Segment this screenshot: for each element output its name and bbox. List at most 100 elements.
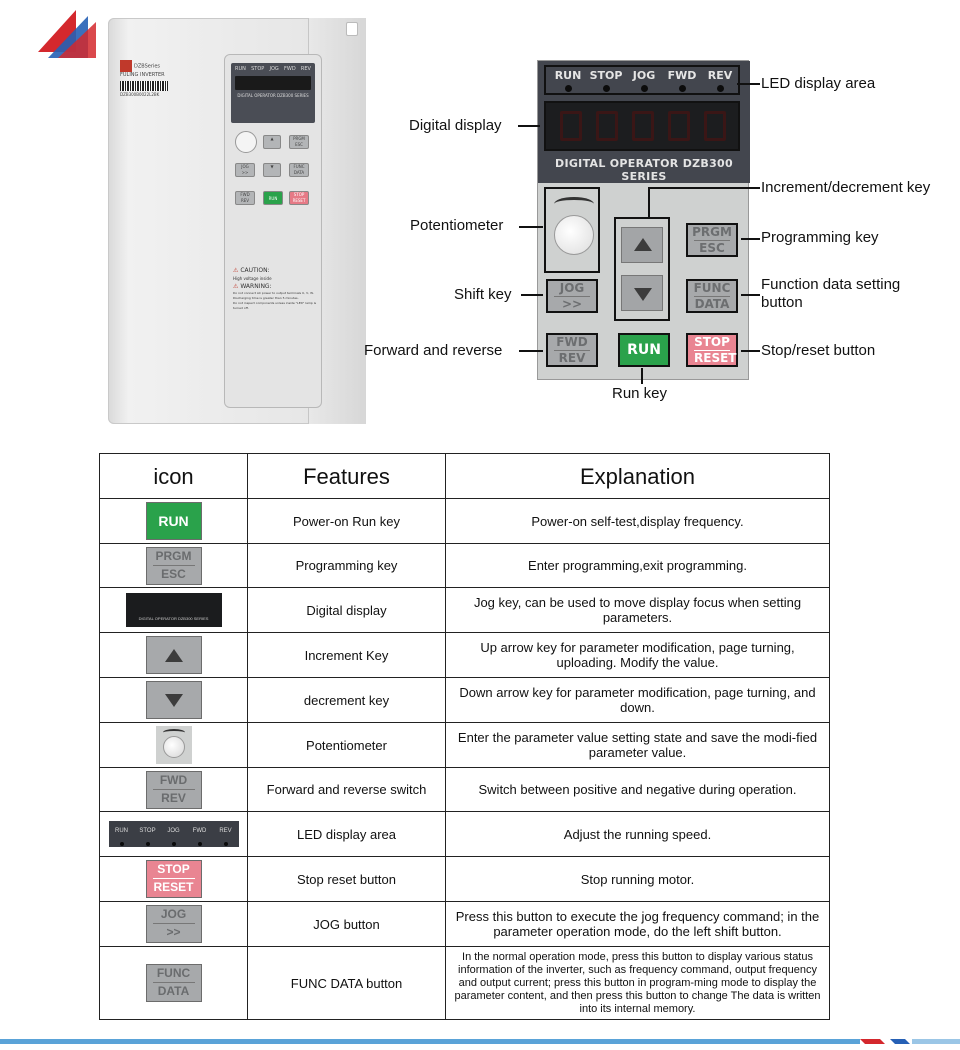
warning-line-2: Discharging time is greater than 5 minut…: [233, 296, 299, 300]
inverter-segment-display: [235, 76, 311, 90]
prgm-label: PRGM: [155, 548, 192, 563]
warning-triangle-icon: ⚠: [233, 267, 239, 274]
led-dot-icon: [602, 85, 610, 92]
decrement-key[interactable]: [621, 275, 663, 311]
up-arrow-icon: [634, 238, 652, 251]
feature-cell: Potentiometer: [247, 722, 446, 768]
segment-digit-icon: [668, 111, 690, 141]
run-key-icon: RUN: [145, 502, 202, 540]
shift-label: >>: [554, 296, 590, 312]
led-run: RUN: [548, 69, 588, 92]
led-dot-icon: [716, 85, 724, 92]
inverter-operator-panel: RUN STOP JOG FWD REV DIGITAL OPERATOR DZ…: [224, 54, 322, 408]
inverter-display-block: RUN STOP JOG FWD REV DIGITAL OPERATOR DZ…: [231, 63, 315, 123]
data-label: DATA: [694, 296, 730, 311]
shift-key[interactable]: JOG >>: [546, 279, 598, 313]
led-dot-icon: [197, 842, 202, 846]
led-dot-icon: [223, 842, 228, 846]
footer-stripe: [0, 1039, 960, 1044]
segment-digit-icon: [596, 111, 618, 141]
explanation-cell: Press this button to execute the jog fre…: [445, 901, 830, 947]
warning-line-3: Do not inspect components unless inside …: [233, 301, 317, 310]
led-jog: JOG: [624, 69, 664, 92]
fuling-logo-icon: [120, 60, 132, 72]
inv-led-jog: JOG: [269, 66, 279, 72]
icon-cell: [99, 722, 248, 768]
feature-cell: Power-on Run key: [247, 498, 446, 544]
serial-number: DZB300B0022L2BK: [120, 92, 160, 97]
label-increment-decrement-key: Increment/decrement key: [761, 179, 931, 196]
table-row: Potentiometer Enter the parameter value …: [99, 722, 830, 768]
programming-key[interactable]: PRGM ESC: [686, 223, 738, 257]
inverter-led-labels: RUN STOP JOG FWD REV: [231, 63, 315, 72]
inv-run-key: RUN: [263, 191, 283, 205]
led-jog-label: JOG: [167, 828, 180, 834]
segment-digit-icon: [632, 111, 654, 141]
feature-cell: Stop reset button: [247, 856, 446, 902]
inv-esc-label: ESC: [295, 142, 303, 147]
down-arrow-icon: [164, 694, 183, 707]
feature-cell: LED display area: [247, 811, 446, 857]
potentiometer-arc-icon: [162, 729, 185, 736]
label-forward-and-reverse: Forward and reverse: [364, 342, 503, 359]
header-features: Features: [247, 453, 446, 499]
inv-jog-label: JOG: [241, 164, 249, 169]
func-data-key[interactable]: FUNC DATA: [686, 279, 738, 313]
inv-up-key-icon: ▲: [263, 135, 281, 149]
up-arrow-icon: [164, 649, 183, 662]
segment-digit-icon: [560, 111, 582, 141]
inverter-photo: DZBSeries FULING INVERTER DZB300B0022L2B…: [108, 18, 366, 424]
leader-line: [737, 83, 760, 85]
inv-led-rev: REV: [300, 66, 311, 72]
fwd-rev-key[interactable]: FWD REV: [546, 333, 598, 367]
led-display-area: RUN STOP JOG FWD REV: [544, 65, 740, 95]
feature-cell: Programming key: [247, 543, 446, 588]
inv-shift-label: >>: [241, 170, 249, 175]
potentiometer-knob-icon[interactable]: [554, 215, 594, 255]
leader-line: [741, 294, 760, 296]
run-key[interactable]: RUN: [618, 333, 670, 367]
led-fwd: FWD: [662, 69, 702, 92]
table-header-row: icon Features Explanation: [99, 453, 830, 499]
increment-decrement-keys: [614, 217, 670, 321]
down-arrow-icon: [634, 288, 652, 301]
func-label: FUNC: [693, 281, 731, 295]
barcode-icon: [120, 81, 168, 91]
esc-label: ESC: [152, 564, 195, 583]
explanation-cell: In the normal operation mode, press this…: [445, 946, 830, 1020]
warning-title: WARNING:: [240, 283, 272, 290]
stop-reset-key[interactable]: STOP RESET: [686, 333, 738, 367]
panel-caption: DIGITAL OPERATOR DZB300 SERIES: [555, 157, 733, 183]
led-jog-label: JOG: [632, 69, 656, 82]
inv-led-stop: STOP: [251, 66, 265, 72]
icon-cell: JOG>>: [99, 901, 248, 947]
table-row: Increment Key Up arrow key for parameter…: [99, 632, 830, 678]
led-stop: STOP: [586, 69, 626, 92]
led-fwd-label: FWD: [192, 828, 207, 834]
inv-led-fwd: FWD: [284, 66, 296, 72]
table-row: DIGITAL OPERATOR DZB300 SERIES Digital d…: [99, 587, 830, 633]
increment-key[interactable]: [621, 227, 663, 263]
feature-cell: FUNC DATA button: [247, 946, 446, 1020]
potentiometer[interactable]: [544, 187, 600, 273]
mounting-hole: [346, 22, 358, 36]
header-explanation: Explanation: [445, 453, 830, 499]
inv-down-key-icon: ▼: [263, 163, 281, 177]
explanation-cell: Power-on self-test,display frequency.: [445, 498, 830, 544]
feature-cell: Forward and reverse switch: [247, 767, 446, 812]
brand-logo-icon: [38, 10, 96, 58]
inverter-brand-label: DZBSeries FULING INVERTER DZB300B0022L2B…: [120, 60, 178, 99]
label-programming-key: Programming key: [761, 229, 879, 246]
table-row: RUN STOP JOG FWD REV LED display area Ad…: [99, 811, 830, 857]
jog-shift-key-icon: JOG>>: [145, 905, 202, 943]
